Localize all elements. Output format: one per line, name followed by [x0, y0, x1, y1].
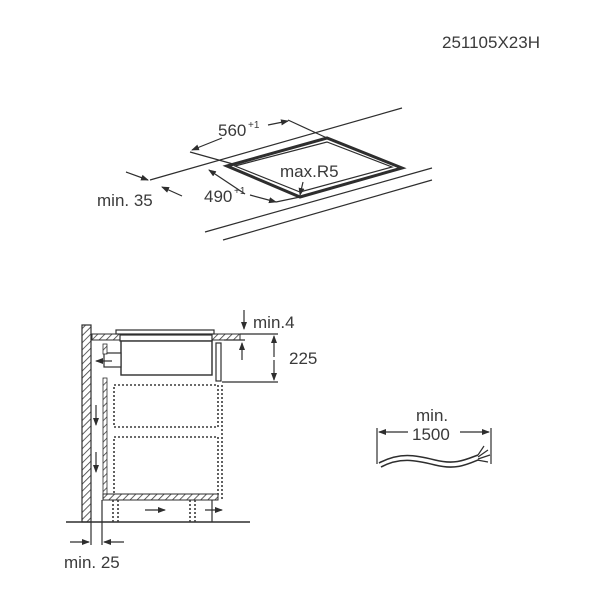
- worktop-back-edge: [149, 107, 403, 181]
- cable-length-label-line2: 1500: [412, 425, 450, 444]
- worktop-front-edge-1: [204, 167, 433, 233]
- cutout-depth-tolerance: +1: [234, 186, 246, 197]
- cutout-depth-label: 490: [204, 187, 232, 206]
- height-label: 225: [289, 349, 317, 368]
- hob-glass: [115, 329, 215, 335]
- cutout-width-tolerance: +1: [248, 120, 260, 131]
- edge-distance-label: min. 35: [97, 191, 153, 210]
- drawer-upper: [113, 384, 219, 428]
- worktop-front-edge-2: [222, 179, 433, 241]
- corner-radius-label: max.R5: [280, 162, 339, 181]
- cable-view: min. 1500: [376, 406, 492, 468]
- cutout-view: 560 +1 490 +1 max.R5 min. 35: [97, 107, 433, 241]
- hob-body: [120, 340, 213, 376]
- cutout-outer: [222, 136, 407, 199]
- cutout-inner: [233, 141, 394, 193]
- cutout-width-label: 560: [218, 121, 246, 140]
- drawer-lower: [113, 436, 219, 496]
- cable-length-label-line1: min.: [416, 406, 448, 425]
- cable: [378, 454, 479, 464]
- drawing-code: 251105X23H: [442, 33, 540, 52]
- wall-gap-label: min. 25: [64, 553, 120, 572]
- top-gap-label: min.4: [253, 313, 295, 332]
- wall: [81, 324, 92, 523]
- section-view: min.4 225 min. 25: [64, 310, 317, 572]
